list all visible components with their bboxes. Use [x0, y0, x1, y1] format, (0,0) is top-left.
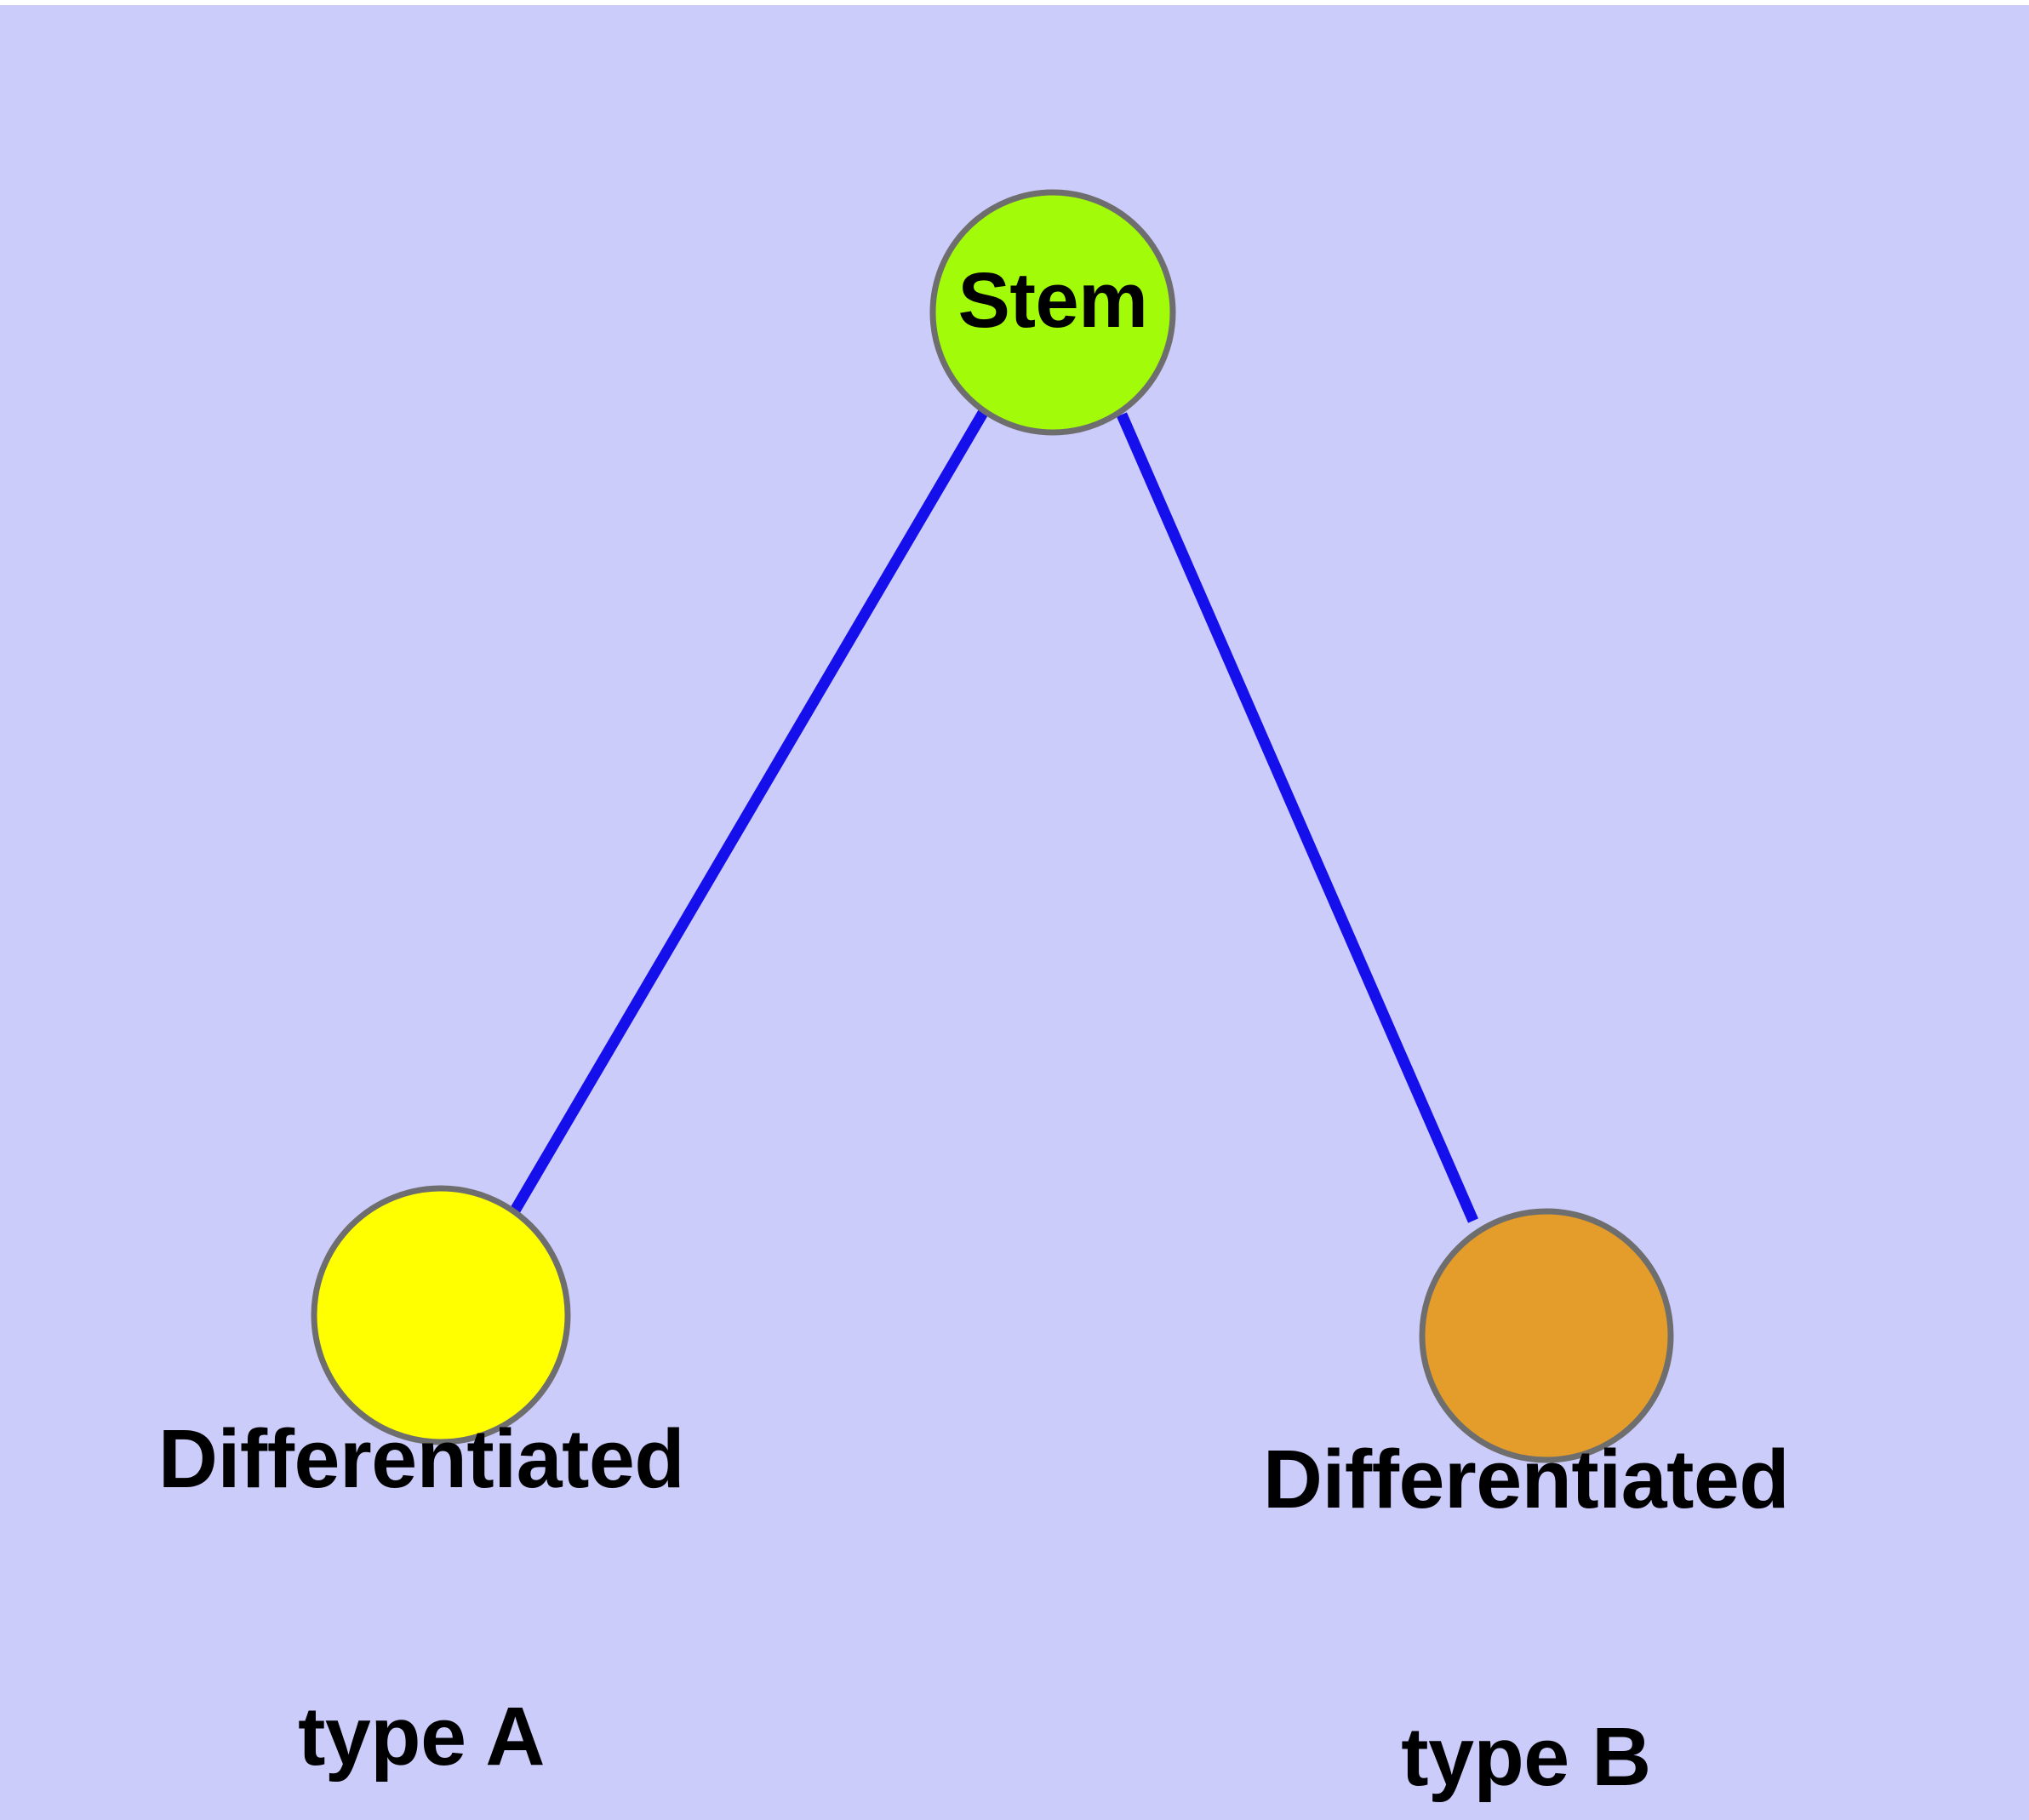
node-stem[interactable] — [929, 189, 1176, 436]
edge-layer — [504, 409, 1478, 1224]
node-differentiated-type-a[interactable] — [311, 1185, 571, 1445]
edge-stem-to-type-b — [1117, 412, 1478, 1223]
node-differentiated-type-b[interactable] — [1419, 1208, 1674, 1463]
edge-stem-to-type-a — [504, 409, 988, 1224]
node-layer — [311, 189, 1674, 1463]
